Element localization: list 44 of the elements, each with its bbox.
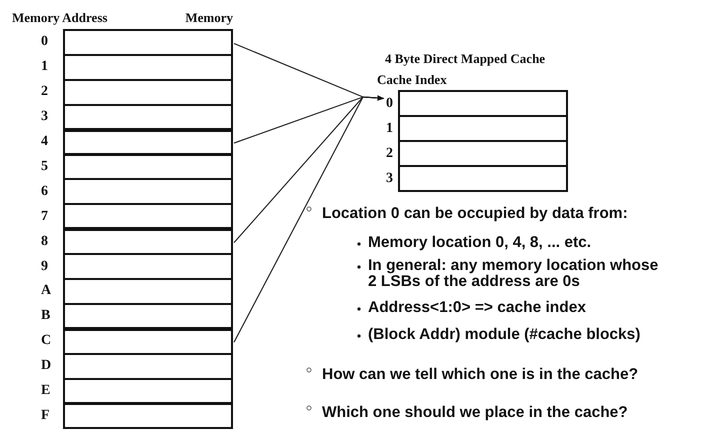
memory-cell	[63, 352, 233, 380]
memory-cell	[63, 54, 233, 81]
address-label: 8	[41, 234, 48, 249]
block-heading: 4 Byte Direct Mapped Cache	[385, 52, 546, 65]
address-label: 1	[41, 60, 48, 74]
memory-cell	[63, 326, 233, 355]
column-heading: Memory Address	[12, 11, 108, 24]
address-label: 2	[41, 85, 48, 100]
bullet-text: Location 0 can be occupied by data from:	[322, 206, 628, 222]
address-label: 6	[41, 184, 48, 199]
bullet-text: In general: any memory location whose 2 LSBs of the address are 0s	[368, 258, 660, 291]
memory-cell	[63, 128, 233, 156]
address-label: 4	[41, 135, 48, 150]
memory-cell	[63, 29, 233, 56]
address-label: C	[41, 334, 52, 348]
block-heading: Memory	[185, 11, 233, 24]
memory-cell	[63, 253, 233, 280]
memory-cell	[63, 178, 233, 206]
bullet-text: Address<1:0> => cache index	[368, 300, 586, 316]
index-label: 3	[386, 172, 393, 186]
address-label: A	[41, 284, 52, 298]
memory-cell	[63, 78, 233, 106]
arrow	[234, 95, 384, 342]
address-label: 0	[41, 35, 48, 50]
address-label: E	[41, 384, 50, 398]
index-label: 0	[386, 96, 393, 110]
bullet-text: (Block Addr) module (#cache blocks)	[368, 327, 640, 344]
memory-cell	[63, 227, 233, 256]
address-label: D	[41, 359, 52, 374]
memory-cell	[63, 278, 233, 305]
column-heading: Cache Index	[377, 73, 447, 86]
address-label: 3	[41, 110, 48, 124]
memory-cell	[63, 378, 233, 404]
index-label: 2	[386, 146, 393, 160]
address-label: 5	[41, 160, 48, 174]
address-label: 9	[41, 260, 48, 274]
bullet-text: Which one should we place in the cache?	[322, 405, 628, 422]
address-label: B	[41, 309, 50, 324]
bullet-text: Memory location 0, 4, 8, ... etc.	[368, 235, 592, 252]
index-label: 1	[386, 122, 393, 136]
memory-cell	[63, 402, 233, 430]
address-label: 7	[41, 210, 48, 224]
bullet-text: How can we tell which one is in the cache?	[322, 367, 638, 384]
address-label: F	[41, 408, 50, 423]
